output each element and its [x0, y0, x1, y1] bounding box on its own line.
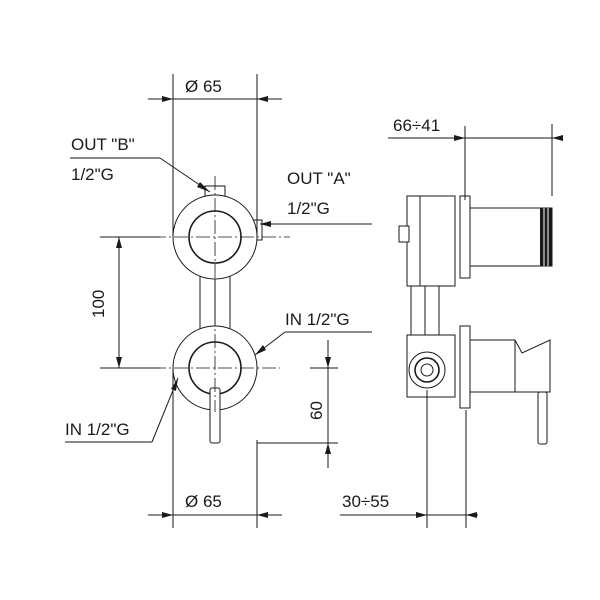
spacing-label: 100 [89, 290, 108, 318]
diameter-top-label: Ø 65 [185, 77, 222, 96]
bottom-trim-plate [459, 325, 471, 409]
dimension-offset: 60 [257, 340, 338, 468]
dimension-diameter-top: Ø 65 [148, 74, 282, 237]
side-view: 66÷41 30÷55 [340, 116, 563, 528]
leader-out-a: OUT "A" 1/2"G [260, 169, 372, 227]
out-b-thread-label: 1/2"G [71, 165, 114, 184]
dimension-wall: 30÷55 [340, 390, 478, 528]
side-body-bottom [406, 334, 456, 398]
depth-range-label: 66÷41 [393, 116, 440, 135]
in-right-label: IN 1/2"G [285, 310, 350, 329]
dimension-depth: 66÷41 [388, 116, 563, 200]
side-body-top [398, 195, 456, 287]
mixer-lever-side [469, 339, 551, 445]
diverter-body-top [172, 185, 263, 280]
side-pipe [410, 284, 440, 341]
out-a-label: OUT "A" [287, 169, 351, 188]
front-view: Ø 65 Ø 65 100 60 [65, 74, 372, 528]
dimension-diameter-bottom: Ø 65 [148, 368, 282, 528]
out-a-thread-label: 1/2"G [287, 199, 330, 218]
dimension-spacing: 100 [89, 236, 160, 369]
leader-in-right: IN 1/2"G [254, 310, 372, 356]
leader-out-b: OUT "B" 1/2"G [70, 135, 211, 193]
leader-in-left: IN 1/2"G [65, 377, 179, 443]
top-trim-plate [459, 195, 471, 279]
diverter-knob [469, 207, 553, 267]
diameter-bottom-label: Ø 65 [185, 492, 222, 511]
offset-label: 60 [307, 401, 326, 420]
center-lines [152, 176, 290, 412]
out-b-label: OUT "B" [71, 135, 135, 154]
wall-range-label: 30÷55 [342, 492, 389, 511]
in-left-label: IN 1/2"G [65, 420, 130, 439]
